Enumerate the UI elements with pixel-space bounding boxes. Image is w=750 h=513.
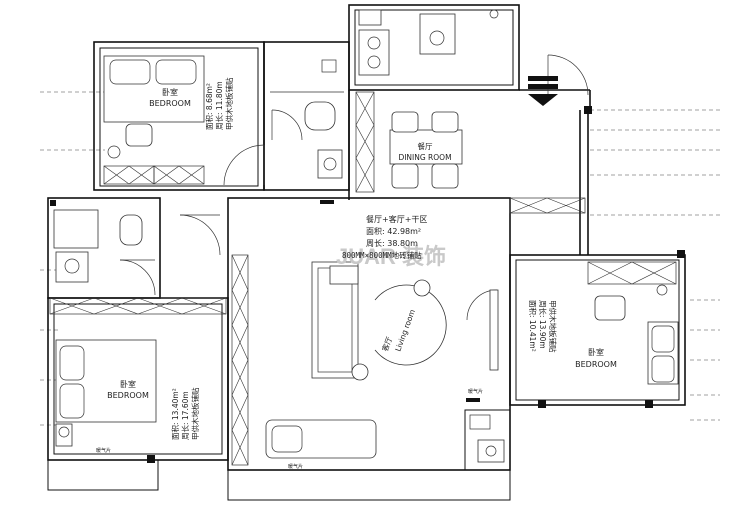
top-left-bedroom-furniture [103, 55, 205, 159]
columns [50, 106, 685, 463]
dining-table [389, 111, 463, 189]
room-area: 面积: 13.40m² [170, 388, 180, 440]
wardrobe-bottom-left [49, 297, 227, 315]
radiator-label: 暖气片 [288, 463, 303, 470]
area-value: 面积: 42.98m² [366, 226, 421, 236]
cabinet-dining-left [355, 91, 375, 193]
room-name-en: DINING ROOM [398, 153, 451, 162]
room-name-en: BEDROOM [149, 99, 191, 108]
walls [47, 4, 686, 501]
room-name-cn: 餐厅 [418, 142, 433, 151]
wardrobe-right-bedroom [587, 261, 677, 285]
area-title: 餐厅+客厅+干区 [366, 214, 427, 224]
top-bathroom [270, 59, 344, 204]
label-bedroom-right: 卧室 BEDROOM 面积: 10.41m² 周长: 13.90m 甲供木地板铺… [528, 300, 617, 369]
living-room-furniture [265, 261, 499, 459]
room-floor: 甲供木地板铺贴 [190, 387, 200, 440]
radiator-labels: 暖气片 暖气片 暖气片 [96, 388, 483, 470]
radiator-label: 暖气片 [468, 388, 483, 395]
wardrobe-top-left [103, 165, 205, 185]
kitchen [358, 9, 499, 76]
left-bathroom [53, 209, 143, 283]
watermark: JUAR 装饰 [336, 244, 446, 269]
bottom-left-bedroom-furniture [55, 339, 157, 447]
room-name-cn: 卧室 [120, 379, 136, 389]
dimension-lines [40, 91, 720, 426]
room-perimeter: 周长: 11.80m [214, 81, 224, 130]
cabinet-right-top [509, 197, 586, 214]
room-floor: 甲供木地板铺贴 [548, 300, 558, 353]
room-floor: 甲供木地板铺贴 [224, 77, 234, 130]
right-bedroom-furniture [594, 284, 679, 385]
room-perimeter: 周长: 17.60m [180, 391, 190, 440]
floor-finish: 800MM×800MM地砖铺贴 [342, 250, 422, 260]
room-area: 面积: 10.41m² [528, 300, 538, 352]
label-bedroom-top-left: 卧室 BEDROOM 面积: 8.68m² 周长: 11.80m 甲供木地板铺贴 [149, 77, 234, 130]
room-name-cn: 卧室 [162, 87, 178, 97]
cabinet-living-left [231, 254, 249, 466]
label-living-combined: 餐厅+客厅+干区 面积: 42.98m² 周长: 38.80m 800MM×80… [342, 214, 427, 260]
balcony-fixtures [466, 398, 505, 463]
perimeter-value: 周长: 38.80m [366, 238, 418, 248]
room-area: 面积: 8.68m² [204, 83, 214, 130]
room-name-en: BEDROOM [107, 391, 149, 400]
room-name-en: BEDROOM [575, 360, 617, 369]
room-name-cn: 卧室 [588, 347, 604, 357]
label-dining: 餐厅 DINING ROOM [398, 142, 451, 162]
radiator-label: 暖气片 [96, 447, 111, 454]
stair-down-arrow-icon [528, 76, 558, 106]
label-bedroom-bottom-left: 卧室 BEDROOM 面积: 13.40m² 周长: 17.60m 甲供木地板铺… [107, 379, 200, 440]
room-perimeter: 周长: 13.90m [538, 300, 548, 349]
